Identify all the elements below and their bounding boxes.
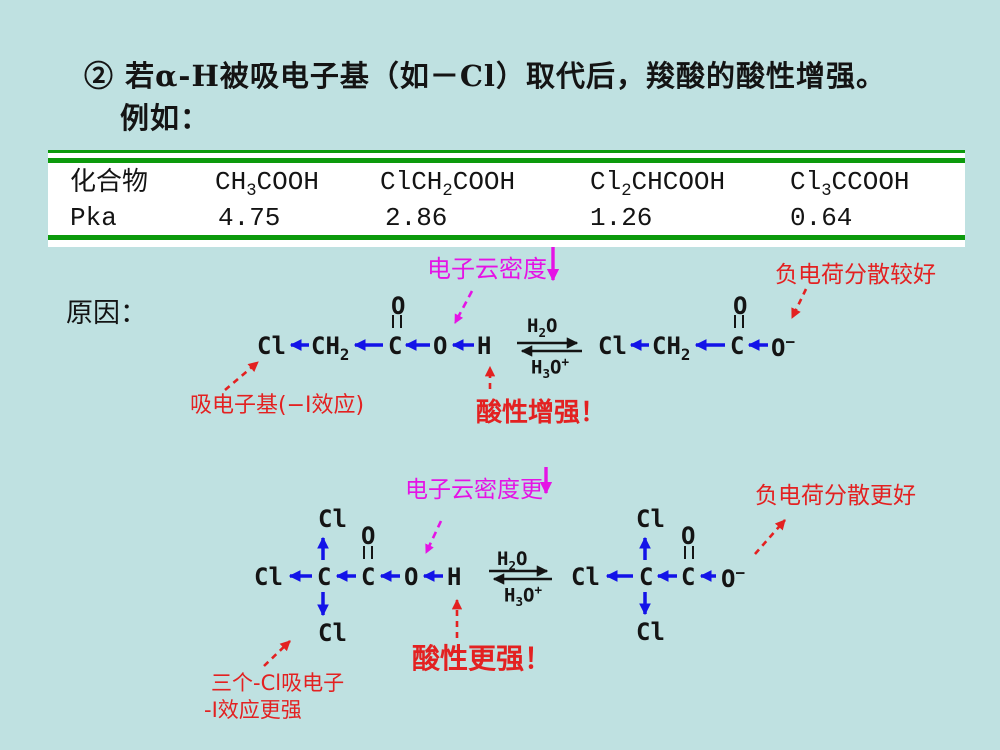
slide-title-line2: 例如： <box>120 101 211 135</box>
m3-inductive-arrows <box>288 536 443 617</box>
m3-atom-cl-left: Cl <box>254 563 283 591</box>
pka-table: 化合物 CH3COOH ClCH2COOH Cl2CHCOOH Cl3CCOOH… <box>48 150 965 247</box>
charge-dispersed2-pointer <box>754 519 786 555</box>
m4-inductive-arrows <box>605 536 716 616</box>
annotation-negative-charge-2: 负电荷分散更好 <box>755 483 916 509</box>
m4-atom-cl-left: Cl <box>571 563 600 591</box>
electron-density-pointer-1 <box>453 290 474 324</box>
three-cl-pointer <box>263 640 291 667</box>
eq1-over-h2o: H2O <box>527 315 558 340</box>
m1-carbonyl-o: O <box>391 292 406 320</box>
m4-atom-o-minus: O− <box>721 563 745 593</box>
m1-atom-h: H <box>477 332 492 360</box>
m4-atom-cl-bottom: Cl <box>636 618 665 646</box>
m4-atom-c1: C <box>639 563 654 591</box>
table-header-compound: 化合物 <box>70 167 149 197</box>
table-header-cl3ccooh: Cl3CCOOH <box>790 167 910 202</box>
table-header-cl2chcooh: Cl2CHCOOH <box>590 167 726 202</box>
m2-atom-o-minus: O− <box>771 332 795 362</box>
m4-atom-cl-top: Cl <box>636 505 665 533</box>
charge-dispersed1-pointer-to-o <box>790 288 808 319</box>
table-pka-label: Pka <box>70 203 117 233</box>
electron-density-pointer-2 <box>424 520 443 554</box>
m1-atom-ch2: CH2 <box>311 332 350 364</box>
table-pka-4: 0.64 <box>790 203 853 233</box>
m2-atom-cl: Cl <box>598 332 627 360</box>
annotation-electron-density-2: 电子云密度更 <box>405 477 543 503</box>
m3-atom-o: O <box>404 563 419 591</box>
m2-double-bond <box>734 315 744 328</box>
m3-double-bond <box>363 546 373 559</box>
eq1-under-h3o: H3O+ <box>531 354 569 382</box>
m2-atom-ch2: CH2 <box>652 332 691 364</box>
table-header-ch3cooh: CH3COOH <box>215 167 319 202</box>
m1-double-bond <box>392 315 402 328</box>
reason-label: 原因： <box>66 298 147 329</box>
m2-atom-c: C <box>730 332 745 360</box>
eq2-under-h3o: H3O+ <box>504 582 542 610</box>
m3-atom-c2: C <box>361 563 376 591</box>
m3-carbonyl-o: O <box>361 522 376 550</box>
table-pka-1: 4.75 <box>218 203 281 233</box>
m1-atom-o: O <box>433 332 448 360</box>
annotation-three-cl-line1: 三个-Cl吸电子 <box>211 671 345 695</box>
m3-atom-cl-bottom: Cl <box>318 619 347 647</box>
m3-atom-c1: C <box>317 563 332 591</box>
annotation-acidity-stronger-1: 酸性增强！ <box>476 398 607 428</box>
equilibrium-arrows-2 <box>489 565 552 585</box>
table-header-clch2cooh: ClCH2COOH <box>380 167 516 202</box>
m1-atom-cl: Cl <box>257 332 286 360</box>
m4-double-bond <box>684 546 694 559</box>
slide-title-line1: ② 若α-H被吸电子基（如－Cl）取代后，羧酸的酸性增强。 <box>84 59 886 93</box>
m2-carbonyl-o: O <box>733 292 748 320</box>
annotation-three-cl-line2: -I效应更强 <box>204 698 302 722</box>
m4-atom-c2: C <box>681 563 696 591</box>
m1-atom-c: C <box>388 332 403 360</box>
ewg-pointer-to-cl <box>224 361 259 391</box>
annotation-acidity-stronger-2: 酸性更强！ <box>412 642 553 675</box>
annotation-ewg-effect: 吸电子基(−I效应) <box>190 393 365 418</box>
annotation-negative-charge-1: 负电荷分散较好 <box>775 262 936 288</box>
table-top-thick-line <box>48 158 965 163</box>
m4-carbonyl-o: O <box>681 522 696 550</box>
annotation-electron-density-1: 电子云密度 <box>427 255 547 283</box>
m3-atom-h: H <box>447 563 462 591</box>
table-top-thin-line <box>48 150 965 153</box>
m3-atom-cl-top: Cl <box>318 505 347 533</box>
eq2-over-h2o: H2O <box>497 548 528 573</box>
table-pka-3: 1.26 <box>590 203 653 233</box>
equilibrium-arrows-1 <box>517 337 582 357</box>
table-pka-2: 2.86 <box>385 203 448 233</box>
table-bottom-line <box>48 235 965 240</box>
